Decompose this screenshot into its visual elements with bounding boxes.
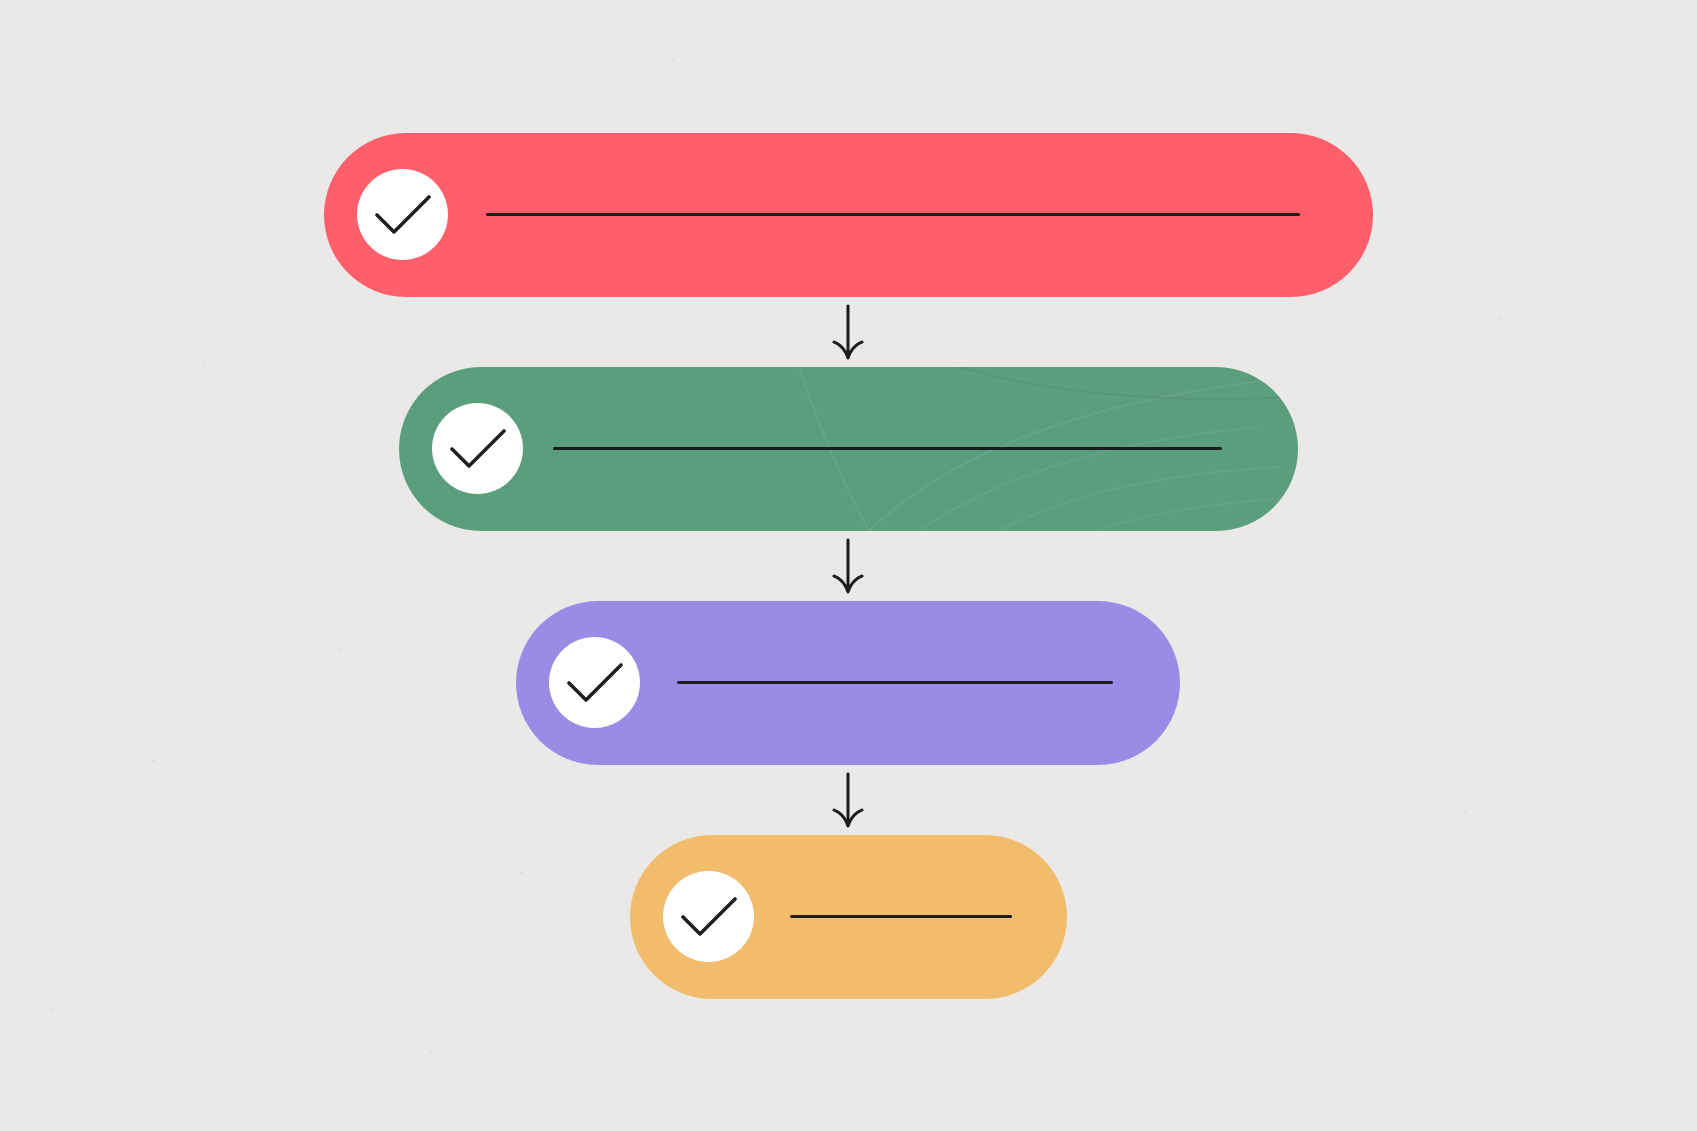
paper-speck	[430, 1052, 432, 1054]
arrow-connector-3	[828, 772, 868, 830]
paper-speck	[520, 872, 522, 874]
check-icon	[681, 897, 737, 936]
funnel-stage-1	[324, 133, 1373, 297]
paper-speck	[1498, 318, 1500, 320]
arrow-connector-1	[828, 304, 868, 362]
paper-speck	[1372, 512, 1374, 514]
placeholder-text-line	[790, 915, 1012, 918]
paper-speck	[1630, 182, 1632, 184]
paper-speck	[88, 532, 90, 534]
arrow-down-icon	[832, 772, 864, 828]
paper-speck	[340, 648, 342, 650]
paper-speck	[204, 362, 206, 364]
paper-speck	[1392, 86, 1394, 88]
arrow-down-icon	[832, 538, 864, 594]
paper-speck	[1308, 1002, 1310, 1004]
arrow-down-icon	[832, 304, 864, 360]
check-badge	[549, 637, 640, 728]
placeholder-text-line	[553, 447, 1222, 450]
check-icon	[375, 195, 431, 234]
placeholder-text-line	[486, 213, 1300, 216]
check-badge	[663, 871, 754, 962]
funnel-stage-4	[630, 835, 1067, 999]
paper-speck	[1120, 1086, 1122, 1088]
check-icon	[567, 663, 623, 702]
check-icon	[450, 429, 506, 468]
arrow-connector-2	[828, 538, 868, 596]
placeholder-text-line	[677, 681, 1113, 684]
funnel-stage-3	[516, 601, 1180, 765]
paper-speck	[1464, 812, 1466, 814]
paper-speck	[112, 214, 114, 216]
funnel-stage-2	[399, 367, 1298, 531]
paper-speck	[152, 760, 154, 762]
paper-speck	[1566, 602, 1568, 604]
paper-speck	[246, 942, 248, 944]
paper-speck	[52, 1008, 54, 1010]
check-badge	[357, 169, 448, 260]
check-badge	[432, 403, 523, 494]
paper-speck	[672, 58, 674, 60]
